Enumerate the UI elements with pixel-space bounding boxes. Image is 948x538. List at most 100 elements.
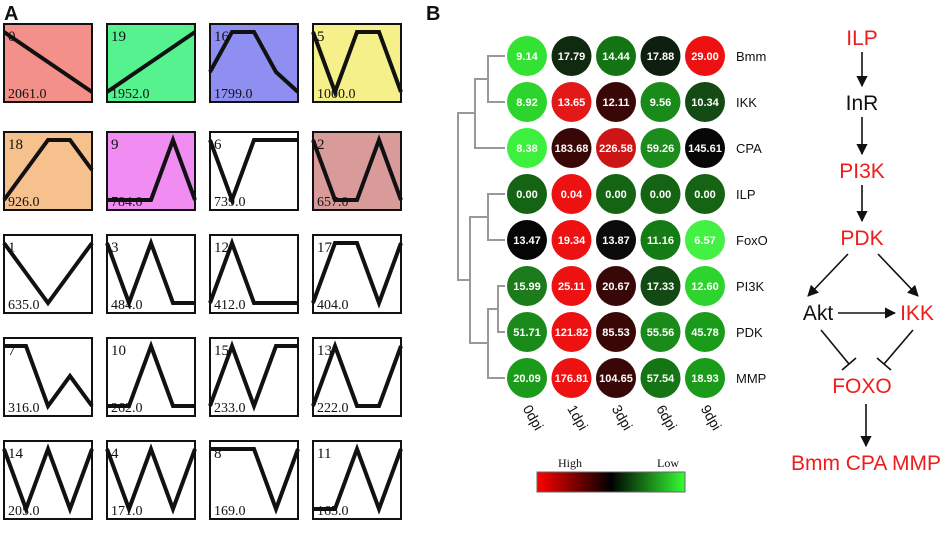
heatmap-cell: [507, 128, 547, 168]
profile-count: 404.0: [317, 298, 349, 313]
heatmap-cell: [596, 220, 636, 260]
arrow-pdk-akt: [807, 253, 849, 297]
profile-box: 13 222.0: [311, 337, 403, 417]
heatmap-cell: [551, 266, 592, 306]
heatmap-value: 0.00: [694, 189, 715, 201]
heatmap-value: 13.47: [513, 235, 541, 247]
column-label: 3dpi: [609, 402, 636, 433]
heatmap-cell: [596, 36, 636, 76]
profile-id: 14: [8, 446, 24, 462]
heatmap-cell: [640, 312, 681, 352]
heatmap-cell: [640, 82, 681, 122]
profile-trend-line: [105, 443, 197, 515]
column-label: 9dpi: [698, 402, 725, 433]
profile-box-frame: [3, 131, 93, 211]
heatmap-cell: [507, 82, 547, 122]
profile-count: 316.0: [8, 401, 40, 416]
profile-trend-line: [208, 340, 298, 412]
profile-count: 1799.0: [214, 87, 253, 102]
heatmap-value: 17.88: [647, 51, 675, 63]
heatmap-value: 57.54: [647, 373, 675, 385]
profile-trend-line: [313, 443, 403, 515]
profile-trend-line: [208, 30, 300, 94]
gene-label: PDK: [736, 325, 763, 340]
heatmap-value: 226.58: [599, 143, 633, 155]
heatmap-cell: [640, 220, 681, 260]
profile-trend-line: [208, 138, 298, 206]
node-ikk: IKK: [900, 302, 934, 325]
profile-id: 18: [8, 137, 23, 153]
profile-id: 11: [317, 446, 331, 462]
profile-count: 165.0: [317, 504, 349, 519]
panel-b-label: B: [426, 3, 440, 25]
heatmap-value: 0.00: [605, 189, 626, 201]
heatmap-cell: [551, 82, 592, 122]
heatmap-value: 145.61: [688, 143, 722, 155]
profile-count: 484.0: [111, 298, 143, 313]
profile-count: 2061.0: [8, 87, 47, 102]
profile-count: 169.0: [214, 504, 246, 519]
heatmap-cell: [551, 174, 592, 214]
dendro-branch-cpa: [474, 78, 505, 149]
heatmap-cell: [507, 312, 547, 352]
heatmap-cell: [551, 358, 592, 398]
inhibit-akt-foxo-bar: [841, 357, 857, 371]
heatmap-value: 0.00: [516, 189, 537, 201]
profile-id: 3: [111, 240, 119, 256]
profile-count: 222.0: [317, 401, 349, 416]
column-label: 6dpi: [653, 402, 680, 433]
profile-count: 1952.0: [111, 87, 150, 102]
heatmap-value: 183.68: [555, 143, 589, 155]
profile-trend-line: [2, 30, 94, 94]
profile-count: 784.0: [111, 195, 143, 210]
heatmap-value: 29.00: [691, 51, 719, 63]
node-akt: Akt: [803, 302, 834, 325]
heatmap-value: 8.92: [516, 97, 537, 109]
heatmap-cell: [640, 358, 681, 398]
profile-box: 16 1799.0: [208, 23, 300, 103]
heatmap-value: 10.34: [691, 97, 719, 109]
gene-label: FoxO: [736, 233, 768, 248]
heatmap-value: 6.57: [694, 235, 715, 247]
profile-id: 19: [111, 29, 126, 45]
heatmap-value: 9.56: [650, 97, 671, 109]
profile-id: 1: [8, 240, 16, 256]
heatmap-cell: [685, 266, 725, 306]
profile-id: 13: [317, 343, 332, 359]
heatmap-cell: [685, 312, 725, 352]
heatmap-value: 19.34: [558, 235, 586, 247]
heatmap-cell: [685, 128, 725, 168]
heatmap-cell: [596, 312, 636, 352]
profile-box: 11 165.0: [312, 440, 403, 520]
heatmap-cell: [640, 128, 681, 168]
heatmap-cell: [507, 174, 547, 214]
heatmap-value: 25.11: [558, 281, 585, 293]
profile-count: 1000.0: [317, 87, 356, 102]
inhibit-ikk-foxo-bar: [876, 357, 892, 371]
profile-trend-line: [105, 237, 195, 309]
profile-trend-line: [311, 241, 403, 309]
heatmap-cell: [551, 312, 592, 352]
profile-trend-line: [210, 447, 300, 515]
profile-count: 171.0: [111, 504, 143, 519]
heatmap-cell: [551, 128, 592, 168]
node-pdk: PDK: [840, 227, 883, 250]
heatmap-cell: [685, 82, 725, 122]
heatmap-value: 104.65: [599, 373, 633, 385]
heatmap-cell: [507, 220, 547, 260]
profile-id: 8: [214, 446, 222, 462]
dendro-branch-pi3k-pdk: [497, 285, 505, 333]
pathway-diagram: ILP InR PI3K PDK Akt IKK FOXO Bmm CPA MM…: [791, 27, 941, 475]
inhibit-ikk-foxo: [883, 329, 914, 365]
profile-id: 16: [214, 29, 230, 45]
profile-id: 15: [214, 343, 229, 359]
